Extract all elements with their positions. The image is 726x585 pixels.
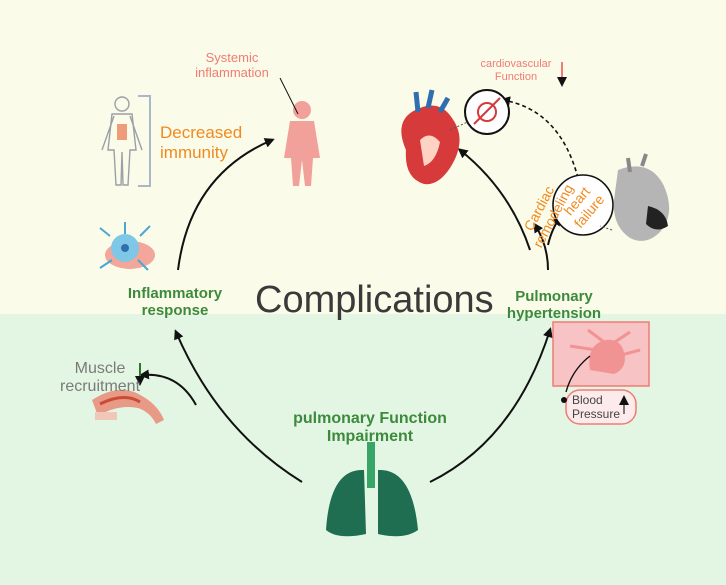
inflammatory-line2: response <box>141 302 209 320</box>
immunity-bracket <box>138 95 151 187</box>
lungs-icon <box>326 442 418 537</box>
cardio-inner <box>477 102 497 122</box>
muscle-line2: recruitment <box>60 378 141 396</box>
arc-to-muscle <box>139 369 197 406</box>
diagram-title: Complications <box>255 279 494 321</box>
immunity-line1: Decreased <box>160 123 243 142</box>
center-label-line1: pulmonary Function <box>293 410 447 427</box>
systemic-line2: inflammation <box>195 64 269 80</box>
cardio-label: cardiovascular Function <box>466 58 566 83</box>
arc-to-heart <box>457 148 531 251</box>
immunity-label: Decreased immunity <box>160 123 242 162</box>
center-label: pulmonary Function Impairment <box>288 410 452 447</box>
human-outline-icon <box>101 96 143 186</box>
human-red-icon <box>284 101 320 186</box>
arc-left-upper <box>177 138 275 271</box>
top-background <box>0 0 726 314</box>
pulmonary-artery-icon <box>569 328 641 374</box>
arc-center-right <box>429 327 553 483</box>
arc-dashed-to-cardio <box>500 96 579 179</box>
inflammatory-label: Inflammatory response <box>122 285 228 320</box>
heart-failure-circle <box>552 174 614 236</box>
bp-line2: Pressure <box>572 406 621 421</box>
heart-icon <box>401 89 460 185</box>
bp-pointer <box>565 355 591 393</box>
bp-line1: Blood <box>572 393 603 407</box>
systemic-line1: Systemic <box>205 50 259 65</box>
inflammatory-line1: Inflammatory <box>127 285 223 302</box>
bp-pointer-dot <box>561 397 567 403</box>
systemic-label: Systemic inflammation <box>184 50 280 81</box>
center-label-line2: Impairment <box>326 428 414 446</box>
bp-label: Blood Pressure <box>572 393 621 422</box>
muscle-label: Muscle recruitment <box>60 360 140 397</box>
grey-heart-icon <box>613 153 670 241</box>
cardio-line2: Function <box>494 70 538 83</box>
cardio-strike <box>473 97 501 125</box>
arc-right-upper <box>533 222 549 271</box>
pulmonary-line1: Pulmonary <box>515 288 593 305</box>
cardio-line1: cardiovascular <box>480 58 552 70</box>
muscle-arm-icon <box>92 389 164 424</box>
human-outline-organs <box>117 124 127 140</box>
immune-cells-icon <box>99 222 155 271</box>
pulmonary-hypertension-label: Pulmonary hypertension <box>504 288 604 323</box>
systemic-pointer <box>279 77 299 115</box>
muscle-line1: Muscle <box>74 360 126 377</box>
arc-center-left <box>174 329 303 483</box>
pulmonary-line2: hypertension <box>506 305 602 323</box>
immunity-line2: immunity <box>160 142 229 162</box>
bp-box <box>565 389 637 425</box>
